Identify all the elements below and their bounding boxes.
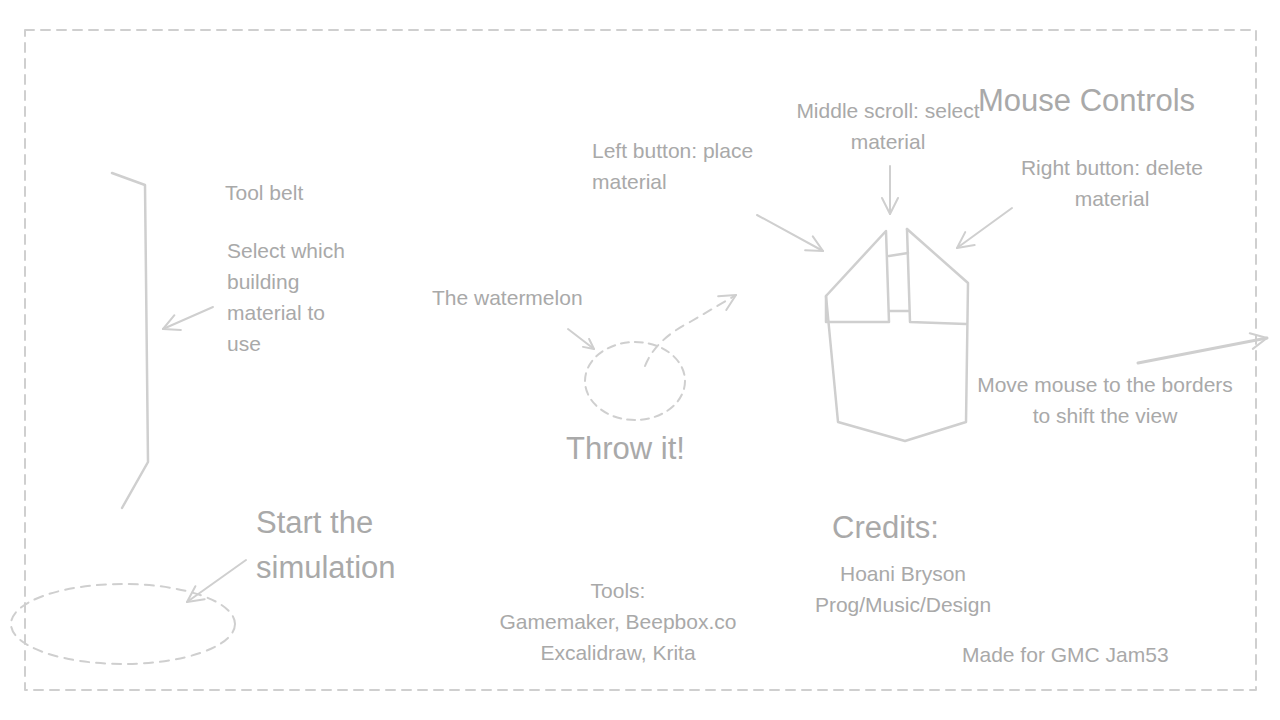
throw-arrow xyxy=(645,295,736,366)
control-note: Left button: place material xyxy=(592,135,772,197)
credits-text: Hoani Bryson xyxy=(773,558,1033,589)
mouse-drawing xyxy=(826,229,968,441)
start-button-ellipse xyxy=(11,584,235,664)
leader-arrow xyxy=(163,307,213,329)
credits-text: Prog/Music/Design xyxy=(773,589,1033,620)
control-note: Middle scroll: select material xyxy=(778,95,998,157)
leader-arrow xyxy=(957,208,1012,248)
scroll-arrow xyxy=(1138,338,1267,363)
credits-text: Gamemaker, Beepbox.co Excalidraw, Krita xyxy=(478,606,758,668)
control-note: Right button: delete material xyxy=(1002,152,1222,214)
leader-arrow xyxy=(889,166,891,214)
leader-arrow xyxy=(187,560,246,602)
tool-belt-bracket xyxy=(112,173,148,508)
ui-label: The watermelon xyxy=(432,282,632,313)
section-heading: Mouse Controls xyxy=(978,78,1258,123)
credits-heading: Tools: xyxy=(558,575,678,606)
ui-label: Tool belt xyxy=(225,177,385,208)
leader-arrow xyxy=(757,215,823,251)
page-frame xyxy=(25,30,1256,690)
credits-text: Made for GMC Jam53 xyxy=(962,639,1252,670)
control-note: Move mouse to the borders to shift the v… xyxy=(970,369,1240,431)
ui-note: Select which building material to use xyxy=(227,235,362,359)
action-heading: Throw it! xyxy=(566,426,766,471)
leader-arrow xyxy=(568,329,594,349)
action-heading: Start the simulation xyxy=(256,500,456,590)
credits-heading: Credits: xyxy=(832,505,1032,550)
watermelon-circle xyxy=(585,342,685,420)
